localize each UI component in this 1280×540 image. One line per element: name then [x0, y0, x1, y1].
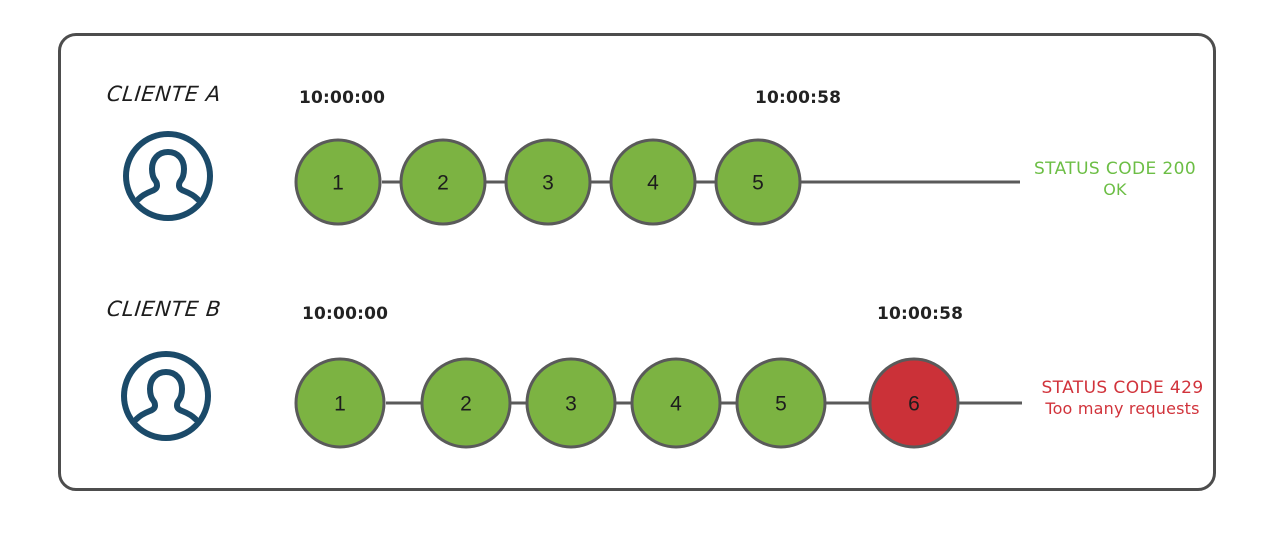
client-b-start-time: 10:00:00: [302, 304, 389, 324]
client-a-request-chain: 1 2 3 4 5: [290, 132, 1030, 237]
user-avatar-icon: [122, 130, 214, 222]
status-message-line: OK: [1103, 179, 1127, 199]
client-b-request-chain: 1 2 3 4 5: [290, 351, 1030, 460]
client-b-status-badge: STATUS CODE 429 Too many requests: [1025, 378, 1220, 418]
node-number: 6: [908, 393, 920, 416]
node-number: 4: [670, 393, 682, 416]
node-number: 2: [437, 172, 449, 195]
user-avatar-icon: [120, 350, 212, 442]
node-number: 2: [460, 393, 472, 416]
status-message-line: Too many requests: [1045, 398, 1200, 418]
client-a-label: CLIENTE A: [105, 82, 223, 106]
node-number: 1: [332, 172, 344, 195]
client-a-start-time: 10:00:00: [299, 88, 386, 108]
node-number: 1: [334, 393, 346, 416]
client-b-label: CLIENTE B: [105, 297, 223, 321]
node-number: 3: [565, 393, 577, 416]
client-a-end-time: 10:00:58: [755, 88, 842, 108]
node-number: 5: [775, 393, 787, 416]
status-code-line: STATUS CODE 200: [1033, 159, 1197, 179]
node-number: 4: [647, 172, 659, 195]
status-code-line: STATUS CODE 429: [1041, 378, 1204, 398]
client-b-end-time: 10:00:58: [877, 304, 964, 324]
node-number: 3: [542, 172, 554, 195]
node-number: 5: [752, 172, 764, 195]
client-a-status-badge: STATUS CODE 200 OK: [1025, 159, 1205, 199]
